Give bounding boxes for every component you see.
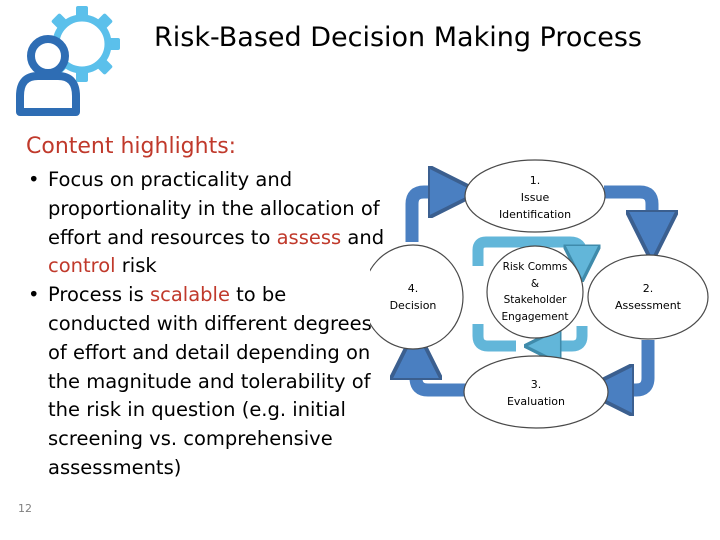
bullet-list: • Focus on practicality and proportional… [26, 166, 386, 483]
node-label-line: 1. [529, 173, 541, 187]
bullet-item: • Process is scalable to be conducted wi… [26, 281, 386, 483]
node-evaluation [463, 355, 609, 429]
process-cycle-svg [362, 159, 709, 429]
node-issue-identification [464, 159, 606, 233]
outer-arrow-evaluation-to-decision [416, 354, 482, 397]
node-label-line: Assessment [615, 299, 681, 312]
bullet-text: risk [115, 254, 157, 278]
content-subtitle: Content highlights: [26, 134, 237, 159]
inner-arrow-left [472, 324, 516, 352]
node-label-line: Evaluation [506, 395, 566, 408]
node-label-line: Decision [389, 299, 437, 312]
node-label-line: Engagement [501, 310, 569, 323]
node-label-line: & [530, 277, 540, 290]
highlight-text: control [48, 254, 116, 278]
node-label-line: 2. [642, 282, 654, 295]
node-label-line: Issue [520, 190, 550, 204]
bullet-item: • Focus on practicality and proportional… [26, 166, 386, 281]
node-risk-comms [486, 245, 584, 339]
process-diagram: 1. Issue Identification 4. Decision 2. A… [362, 150, 715, 440]
node-label-center: Risk Comms & Stakeholder Engagement [488, 254, 582, 330]
node-label-evaluation: 3. Evaluation [480, 372, 592, 414]
page-number: 12 [18, 502, 32, 515]
outer-arrow-assessment-to-evaluation [608, 340, 655, 390]
node-assessment [587, 254, 709, 340]
outer-arrow-identification-to-assessment [604, 185, 652, 236]
node-label-assessment: 2. Assessment [598, 272, 698, 322]
page-title: Risk-Based Decision Making Process [154, 22, 642, 53]
node-label-line: Risk Comms [502, 261, 568, 273]
bullet-text: to be conducted with different degrees o… [48, 283, 372, 479]
bullet-text: Process is [48, 283, 150, 307]
bullet-text: and [341, 225, 385, 249]
node-label-line: 4. [407, 282, 419, 295]
bullet-text: Focus on practicality and proportionalit… [48, 168, 380, 249]
inner-arrow-bottom [544, 326, 588, 346]
node-label-identification: 1. Issue Identification [475, 168, 595, 226]
highlight-text: assess [276, 225, 342, 249]
bullet-dot: • [28, 168, 40, 191]
gear-person-icon [16, 6, 120, 116]
outer-arrow-decision-to-identification [405, 192, 454, 242]
highlight-text: scalable [149, 283, 230, 307]
inner-arrow-top [472, 236, 582, 266]
node-label-line: Stakeholder [503, 294, 567, 306]
node-label-line: Identification [498, 207, 572, 221]
bullet-dot: • [28, 283, 40, 307]
node-label-decision: 4. Decision [373, 270, 453, 324]
node-label-line: 3. [530, 378, 542, 391]
